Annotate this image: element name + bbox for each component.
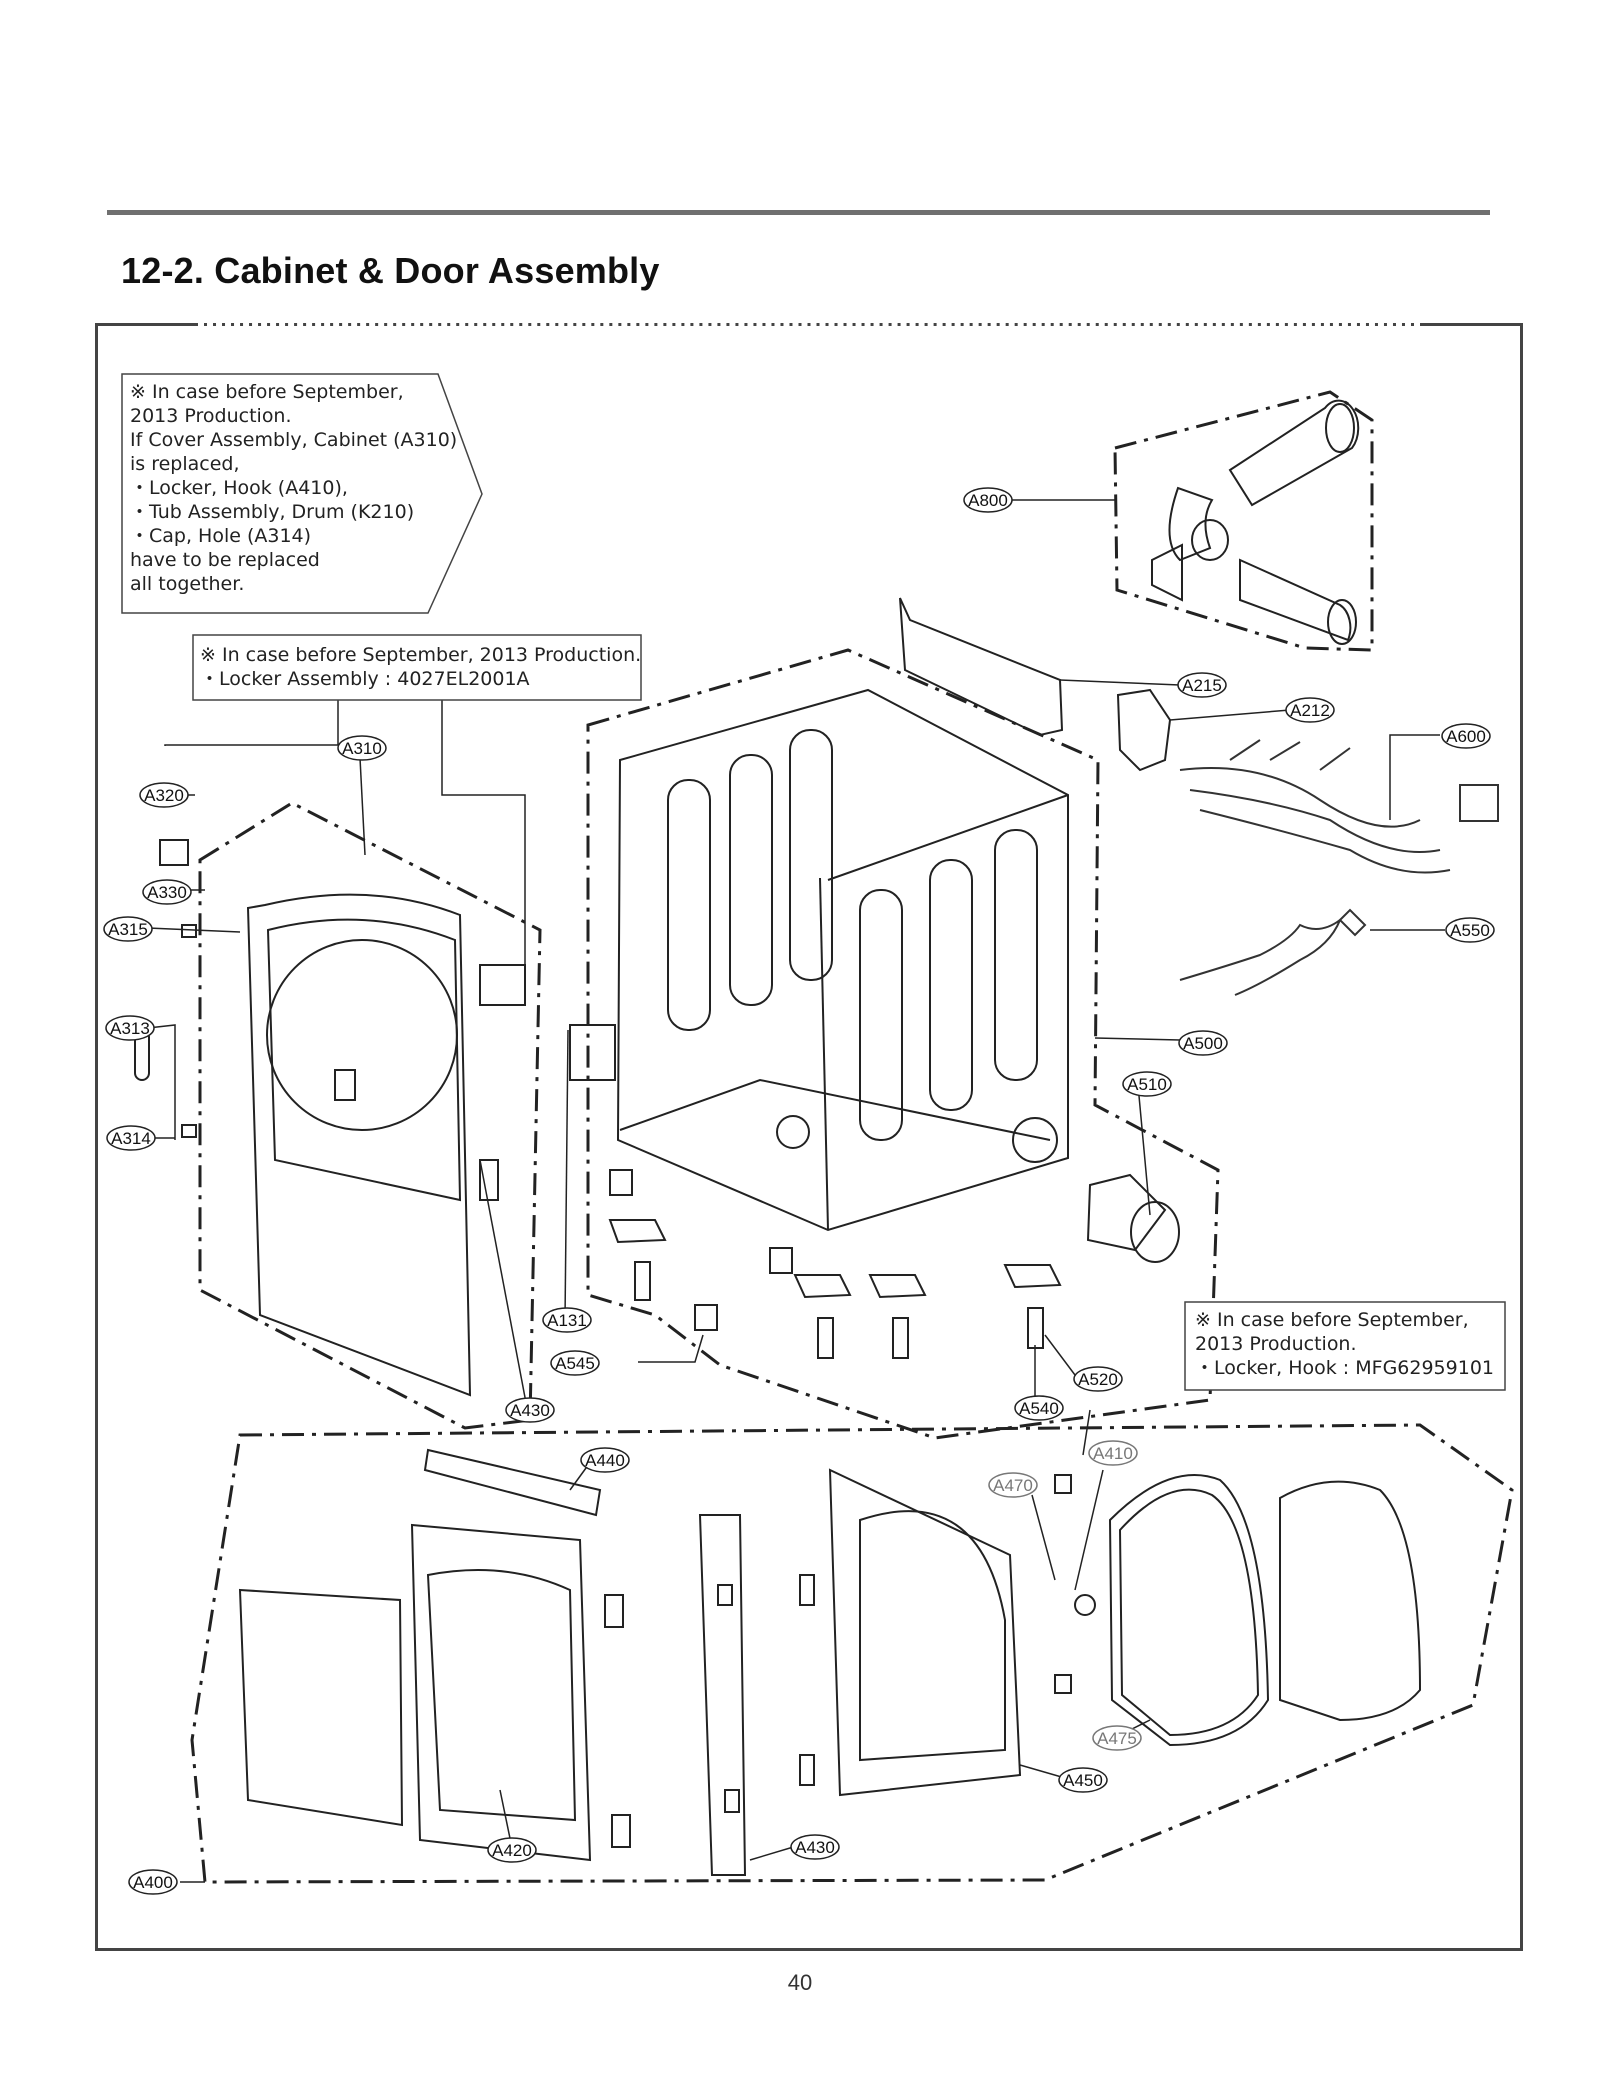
svg-text:A314: A314 xyxy=(111,1129,151,1148)
label-A315: A315 xyxy=(103,916,153,942)
svg-text:A500: A500 xyxy=(1183,1034,1223,1053)
header-rule xyxy=(107,210,1490,215)
svg-text:A510: A510 xyxy=(1127,1075,1167,1094)
label-A131: A131 xyxy=(542,1307,592,1333)
label-A510: A510 xyxy=(1122,1071,1172,1097)
svg-text:A212: A212 xyxy=(1290,701,1330,720)
control-bracket xyxy=(899,597,1172,772)
exhaust-duct xyxy=(1086,1173,1180,1263)
svg-text:A450: A450 xyxy=(1063,1771,1103,1790)
svg-text:A430: A430 xyxy=(795,1838,835,1857)
note-locker-hook: ※ In case before September, 2013 Product… xyxy=(1195,1309,1494,1379)
label-A430-door: A430 xyxy=(790,1834,840,1860)
label-A430: A430 xyxy=(505,1397,555,1423)
svg-text:A520: A520 xyxy=(1078,1370,1118,1389)
label-A215: A215 xyxy=(1177,672,1227,698)
door-group-boundary xyxy=(190,1423,1514,1884)
label-A475: A475 xyxy=(1092,1725,1142,1751)
wire-harness xyxy=(1179,739,1499,874)
svg-text:A545: A545 xyxy=(555,1354,595,1373)
label-A310: A310 xyxy=(337,735,387,761)
svg-text:A310: A310 xyxy=(342,739,382,758)
label-A540: A540 xyxy=(1014,1395,1064,1421)
svg-text:A420: A420 xyxy=(492,1841,532,1860)
diagram-frame xyxy=(95,323,1523,1951)
label-A320: A320 xyxy=(139,782,189,808)
svg-text:A320: A320 xyxy=(144,786,184,805)
svg-text:A440: A440 xyxy=(585,1451,625,1470)
label-A550: A550 xyxy=(1445,917,1495,943)
callout-boxes xyxy=(121,373,1506,1391)
label-A330: A330 xyxy=(142,879,192,905)
label-A450: A450 xyxy=(1058,1767,1108,1793)
part-labels: A800 A215 A212 A600 A310 A320 A330 A315 … xyxy=(103,487,1495,1895)
power-cord xyxy=(1179,908,1367,996)
duct-parts xyxy=(1151,399,1360,645)
label-A545: A545 xyxy=(550,1350,600,1376)
svg-text:A600: A600 xyxy=(1446,727,1486,746)
svg-text:A800: A800 xyxy=(968,491,1008,510)
label-A440: A440 xyxy=(580,1447,630,1473)
page-number: 40 xyxy=(787,1970,813,1995)
svg-text:A215: A215 xyxy=(1182,676,1222,695)
label-A314: A314 xyxy=(106,1125,156,1151)
label-A212: A212 xyxy=(1285,697,1335,723)
cabinet-body xyxy=(616,688,1069,1232)
label-A800: A800 xyxy=(963,487,1013,513)
note-cabinet-replacement: ※ In case before September, 2013 Product… xyxy=(130,381,458,595)
svg-text:A470: A470 xyxy=(993,1476,1033,1495)
front-cover xyxy=(134,839,616,1397)
svg-text:A550: A550 xyxy=(1450,921,1490,940)
label-A410: A410 xyxy=(1088,1440,1138,1466)
label-A400: A400 xyxy=(128,1869,178,1895)
label-A313: A313 xyxy=(105,1015,155,1041)
svg-text:A540: A540 xyxy=(1019,1399,1059,1418)
svg-text:A315: A315 xyxy=(108,920,148,939)
door-parts xyxy=(238,1448,1422,1876)
svg-text:A330: A330 xyxy=(147,883,187,902)
svg-text:A400: A400 xyxy=(133,1873,173,1892)
svg-text:A131: A131 xyxy=(547,1311,587,1330)
label-A470: A470 xyxy=(988,1472,1038,1498)
label-A600: A600 xyxy=(1441,723,1491,749)
label-A500: A500 xyxy=(1178,1030,1228,1056)
svg-text:A410: A410 xyxy=(1093,1444,1133,1463)
label-A520: A520 xyxy=(1073,1366,1123,1392)
page-title: 12-2. Cabinet & Door Assembly xyxy=(121,250,660,291)
note-locker-assembly: ※ In case before September, 2013 Product… xyxy=(200,644,642,690)
svg-text:A475: A475 xyxy=(1097,1729,1137,1748)
cover-group-boundary xyxy=(198,801,542,1430)
label-A420: A420 xyxy=(487,1837,537,1863)
svg-text:A430: A430 xyxy=(510,1401,550,1420)
duct-group-boundary xyxy=(1113,390,1374,652)
leveling-feet xyxy=(608,1169,1062,1359)
leader-lines xyxy=(147,499,1445,1883)
svg-text:A313: A313 xyxy=(110,1019,150,1038)
